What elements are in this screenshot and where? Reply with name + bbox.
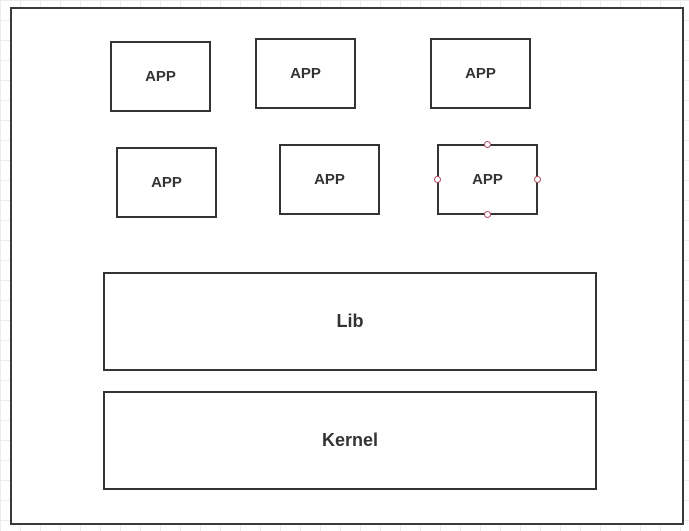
app-box-label: APP	[314, 171, 345, 188]
app-box-label: APP	[472, 171, 503, 188]
app-box-1[interactable]: APP	[110, 41, 211, 112]
lib-layer-box[interactable]: Lib	[103, 272, 597, 371]
app-box-2[interactable]: APP	[255, 38, 356, 109]
app-box-label: APP	[145, 68, 176, 85]
selection-handle-top[interactable]	[484, 141, 491, 148]
app-box-label: APP	[290, 65, 321, 82]
app-box-4[interactable]: APP	[116, 147, 217, 218]
kernel-layer-label: Kernel	[321, 430, 379, 450]
app-box-3[interactable]: APP	[430, 38, 531, 109]
app-box-5[interactable]: APP	[279, 144, 380, 215]
app-box-6-selected[interactable]: APP	[437, 144, 538, 215]
app-box-label: APP	[151, 174, 182, 191]
selection-handle-bottom[interactable]	[484, 211, 491, 218]
selection-handle-right[interactable]	[534, 176, 541, 183]
app-box-label: APP	[465, 65, 496, 82]
lib-layer-label: Lib	[336, 311, 364, 331]
selection-handle-left[interactable]	[434, 176, 441, 183]
kernel-layer-box[interactable]: Kernel	[103, 391, 597, 490]
